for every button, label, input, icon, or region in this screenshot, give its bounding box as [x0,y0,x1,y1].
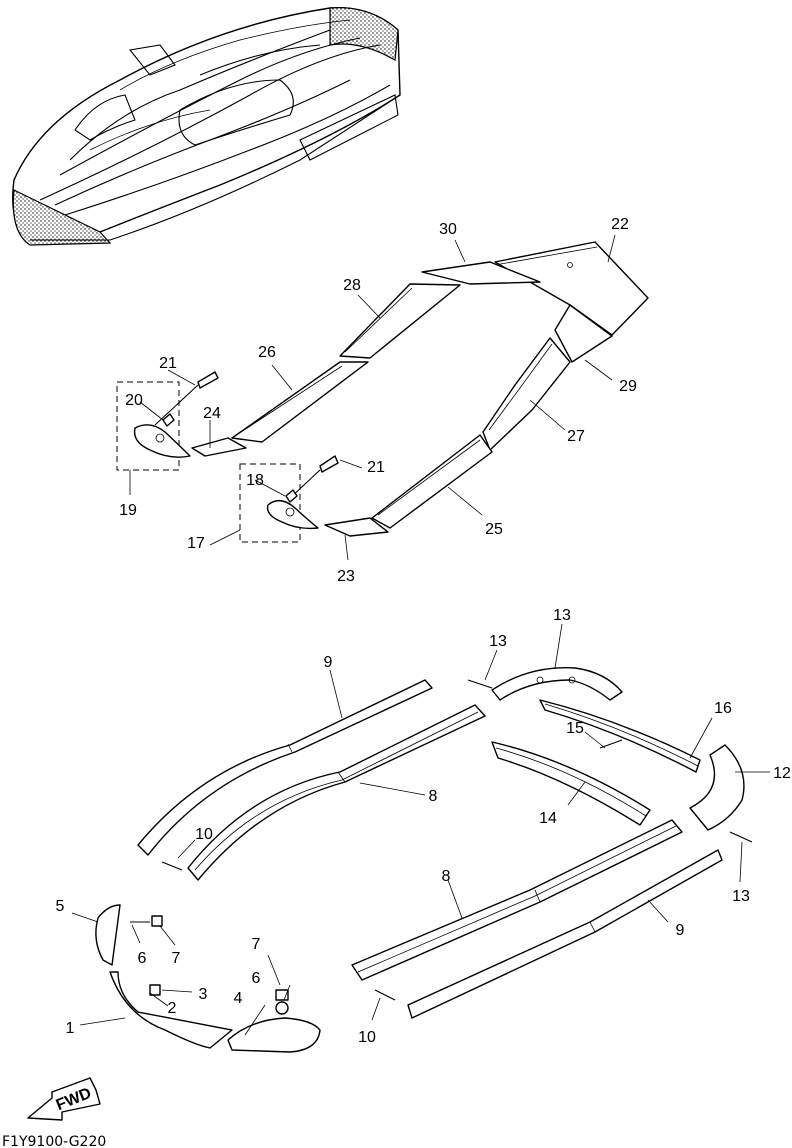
callout-20: 20 [125,392,143,409]
callout-21a: 21 [159,355,177,372]
callout-22: 22 [611,216,629,233]
callout-7b: 7 [252,936,261,953]
callout-9b: 9 [676,922,685,939]
callout-9a: 9 [324,654,333,671]
callout-21b: 21 [367,459,385,476]
callout-14: 15 [566,720,584,737]
callout-8a: 8 [429,788,438,805]
callout-23: 23 [337,568,355,585]
pad-assembly-17 [239,455,339,543]
leader-lines [71,234,770,1036]
callout-30: 30 [439,221,457,238]
figure-code: F1Y9100-G220 [2,1134,106,1148]
callout-12: 13 [553,607,571,624]
callout-1: 1 [66,1020,75,1037]
callout-16: 16 [714,700,732,717]
watercraft-illustration [12,6,401,246]
callout-27: 27 [567,428,585,445]
callout-6b: 6 [252,970,261,987]
callout-24: 24 [203,405,221,422]
callout-29: 29 [619,378,637,395]
rail-bumper-set [95,666,753,1053]
callout-25: 25 [485,521,503,538]
callout-6a: 6 [138,950,147,967]
callout-8b: 8 [442,868,451,885]
callout-3: 3 [199,986,208,1003]
callout-17: 17 [187,535,205,552]
fasteners [130,679,753,1015]
callout-15: 14 [539,810,557,827]
callout-19: 19 [119,502,137,519]
callout-26: 26 [258,344,276,361]
callout-4: 4 [234,990,243,1007]
callout-10a: 10 [195,826,213,843]
callout-7a: 7 [172,950,181,967]
pad-assembly-19 [116,371,219,471]
fwd-arrow: FWD [27,1077,101,1121]
callout-5: 5 [56,898,65,915]
callout-18: 18 [246,472,264,489]
callout-13b: 13 [732,888,750,905]
deck-mat-set [191,241,649,537]
callout-11: 12 [773,765,791,782]
callout-labels: 30 22 28 29 26 27 25 23 21 20 24 21 18 1… [56,216,791,1046]
callout-2: 2 [168,1000,177,1017]
callout-10b: 10 [358,1029,376,1046]
callout-13a: 13 [489,633,507,650]
callout-28: 28 [343,277,361,294]
